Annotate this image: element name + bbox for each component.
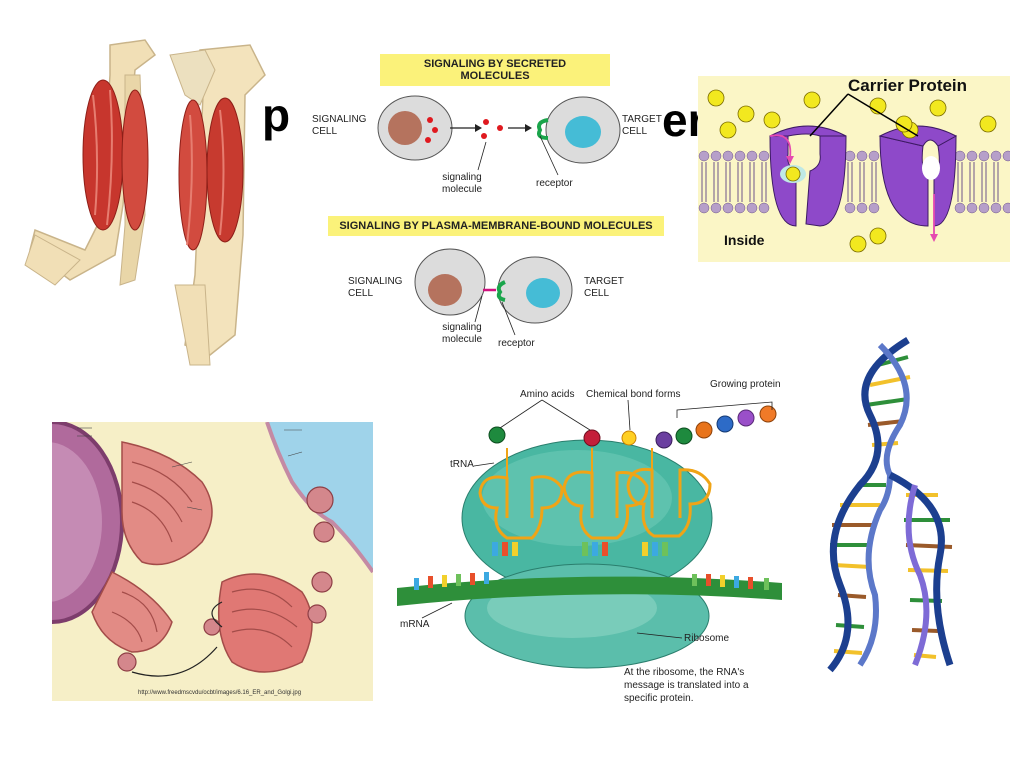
carrier-protein-diagram: Carrier Protein Inside [698, 76, 1010, 262]
er-golgi-illustration: http://www.freedmscvdu/ocbt/images/6.16_… [52, 422, 373, 701]
inside-label: Inside [724, 232, 765, 248]
mrna-label: mRNA [400, 619, 430, 630]
cell-signaling-diagram: SIGNALING BY SECRETED MOLECULES SIGNALIN… [300, 50, 690, 360]
growing-protein-label: Growing protein [710, 379, 781, 390]
muscle-arm-illustration [15, 35, 285, 375]
chemical-bond-label: Chemical bond forms [586, 389, 681, 400]
ribosome-label: Ribosome [684, 633, 730, 644]
receptor-label-top: receptor [536, 178, 573, 189]
receptor-label-bottom: receptor [498, 338, 535, 349]
dna-double-helix [820, 335, 965, 675]
title-fragment-left: p [262, 89, 291, 141]
banner-secreted: SIGNALING BY SECRETED MOLECULES [380, 54, 610, 86]
trna-label: tRNA [450, 459, 474, 470]
banner-membrane: SIGNALING BY PLASMA-MEMBRANE-BOUND MOLEC… [328, 216, 664, 236]
ribosome-translation-diagram: Amino acids Chemical bond forms Growing … [392, 378, 784, 704]
ribosome-caption: At the ribosome, the RNA's message is tr… [624, 667, 749, 704]
target-cell-label-bottom: TARGET CELL [584, 276, 624, 299]
target-cell-label-top: TARGET CELL [622, 114, 662, 137]
signaling-molecule-label-bottom: signaling molecule [441, 322, 483, 345]
signaling-molecule-label-top: signaling molecule [441, 172, 483, 195]
signaling-cell-label-bottom: SIGNALING CELL [348, 276, 403, 299]
carrier-protein-title: Carrier Protein [848, 76, 968, 95]
amino-acids-label: Amino acids [520, 389, 575, 400]
signaling-cell-label-top: SIGNALING CELL [312, 114, 367, 137]
image-url-text: http://www.freedmscvdu/ocbt/images/6.16_… [138, 690, 302, 696]
